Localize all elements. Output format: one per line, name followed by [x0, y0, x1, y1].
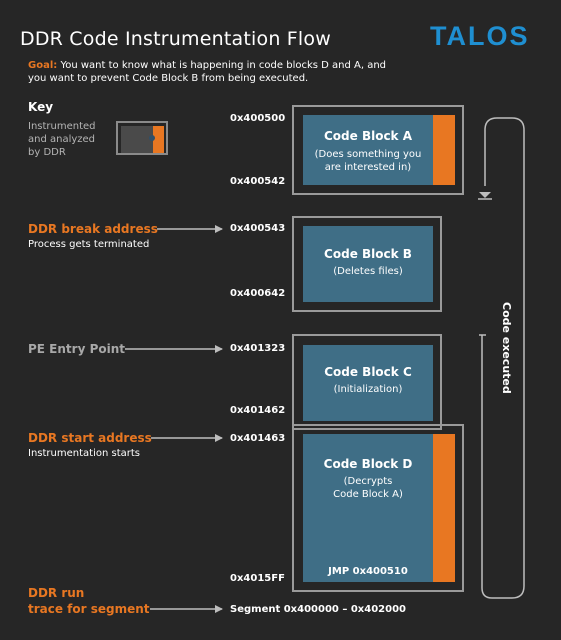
address-a-end: 0x400542: [230, 176, 286, 187]
code-block-d-desc-1: (Decrypts: [343, 476, 393, 487]
frame-block-a: [292, 105, 464, 195]
address-b-end: 0x400642: [230, 288, 286, 299]
code-block-b: [303, 226, 433, 302]
address-b-start: 0x400543: [230, 223, 286, 234]
frame-block-b: [292, 216, 442, 312]
key-description: Instrumented and analyzed by DDR: [28, 121, 96, 158]
code-block-c: [303, 345, 433, 421]
code-block-d-jmp: JMP 0x400510: [328, 566, 408, 577]
frame-block-d: [292, 424, 464, 592]
address-c-start: 0x401323: [230, 343, 286, 354]
page-title: DDR Code Instrumentation Flow: [20, 28, 331, 50]
pe-entry-label: PE Entry Point: [28, 342, 125, 356]
code-block-b-title: Code Block B: [324, 247, 412, 261]
code-block-d-desc-2: Code Block A): [333, 489, 403, 500]
code-block-a: [303, 115, 433, 185]
address-d-end: 0x4015FF: [230, 573, 285, 584]
code-block-a-desc-1: (Does something you: [314, 149, 422, 160]
key-swatch-frame: [116, 121, 168, 155]
break-address-label: DDR break address: [28, 222, 158, 236]
goal-text: Goal: You want to know what is happening…: [28, 59, 388, 85]
key-swatch-orange: [153, 126, 164, 153]
code-block-d-title: Code Block D: [323, 457, 413, 471]
start-address-label: DDR start address: [28, 431, 152, 445]
address-d-start: 0x401463: [230, 433, 286, 444]
code-block-d-instrumented: [433, 434, 455, 582]
start-address-desc: Instrumentation starts: [28, 448, 140, 459]
loop-arrowhead: [479, 192, 491, 198]
goal-label: Goal:: [28, 60, 58, 71]
code-block-a-desc-2: are interested in): [324, 162, 412, 173]
address-a-start: 0x400500: [230, 113, 286, 124]
code-block-c-title: Code Block C: [324, 365, 412, 379]
code-executed-loop: [481, 117, 525, 599]
code-block-d: [303, 434, 433, 582]
break-address-desc: Process gets terminated: [28, 239, 150, 250]
code-block-b-desc: (Deletes files): [333, 266, 403, 277]
key-swatch-dot: [149, 135, 155, 141]
code-block-c-desc: (Initialization): [333, 384, 403, 395]
key-title: Key: [28, 100, 54, 114]
code-block-a-title: Code Block A: [323, 129, 413, 143]
frame-block-c: [292, 334, 442, 430]
goal-body: You want to know what is happening in co…: [28, 60, 387, 84]
run-trace-label-1: DDR run: [28, 586, 85, 600]
code-block-a-instrumented: [433, 115, 455, 185]
run-trace-label-2: trace for segment: [28, 602, 150, 616]
brand-text: TALOS: [430, 21, 530, 50]
address-c-end: 0x401462: [230, 405, 286, 416]
talos-logo: TALOS: [430, 21, 530, 50]
segment-range: Segment 0x400000 – 0x402000: [230, 604, 407, 615]
